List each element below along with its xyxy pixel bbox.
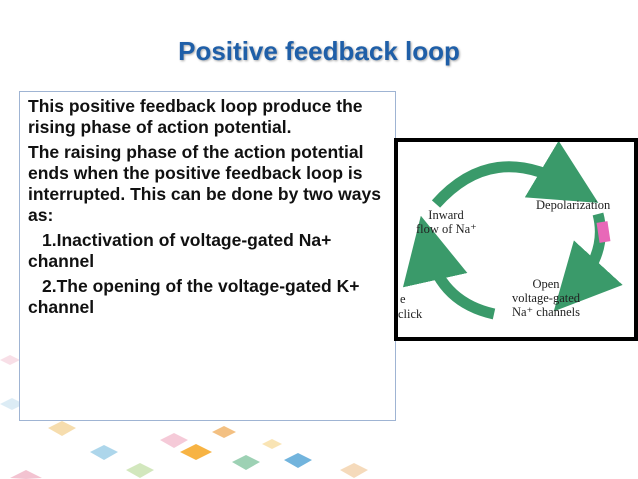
text-box: This positive feedback loop produce the … xyxy=(19,91,396,421)
arrow-right xyxy=(553,212,623,312)
arrow-top xyxy=(431,142,599,208)
cube-orange xyxy=(212,426,236,438)
label-open-line: voltage-gated xyxy=(511,291,581,305)
paragraph: This positive feedback loop produce the … xyxy=(28,96,363,137)
cube-pink xyxy=(0,355,20,365)
label-open-line: Na⁺ channels xyxy=(511,305,581,319)
cube-blue xyxy=(0,398,24,410)
highlight-segment xyxy=(596,221,611,243)
cube-orange xyxy=(180,444,212,460)
label-inward-line: Inward xyxy=(428,208,464,222)
cube-tan xyxy=(340,463,368,478)
cube-blue xyxy=(90,445,118,460)
label-stub-click: click xyxy=(398,307,423,321)
feedback-loop-figure: Depolarization Inward flow of Na⁺ Open v… xyxy=(394,138,638,341)
label-open-line: Open xyxy=(532,277,560,291)
cube-yellow xyxy=(262,439,282,449)
cube-pink xyxy=(160,433,188,448)
label-inward: Inward flow of Na⁺ xyxy=(416,208,477,236)
cube-pink xyxy=(10,470,42,479)
cube-tan xyxy=(48,421,76,436)
label-open-channels: Open voltage-gated Na⁺ channels xyxy=(494,277,598,319)
cube-green xyxy=(126,463,154,478)
slide-title: Positive feedback loop xyxy=(178,36,460,66)
label-depolarization: Depolarization xyxy=(536,198,611,212)
list-item: 2.The opening of the voltage-gated K+ ch… xyxy=(28,276,360,317)
cube-blue xyxy=(284,453,312,468)
label-inward-line: flow of Na⁺ xyxy=(416,222,477,236)
paragraph: The raising phase of the action potentia… xyxy=(28,142,381,225)
list-item: 1.Inactivation of voltage-gated Na+ chan… xyxy=(28,230,332,271)
label-stub-e: e xyxy=(400,292,406,306)
cycle-arrows xyxy=(402,142,623,320)
cube-green xyxy=(232,455,260,470)
arrow-bottom xyxy=(402,215,496,320)
